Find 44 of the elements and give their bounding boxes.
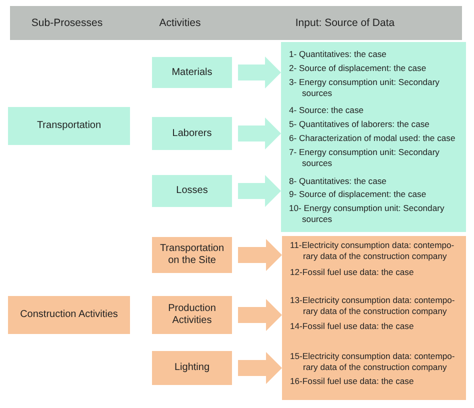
data-source-item: 1- Quantitatives: the case [289, 49, 388, 60]
activity-box [152, 175, 232, 207]
activity-box [152, 351, 232, 385]
block-arrow [238, 56, 281, 88]
block-arrow [238, 299, 282, 331]
data-source-item: 6- Characterization of modal used: the case [289, 133, 456, 144]
activity-box [152, 296, 232, 334]
block-arrow [238, 175, 281, 207]
block-arrow [238, 352, 282, 384]
activity-label: Construction Activities [20, 309, 118, 321]
header-band [10, 6, 462, 40]
data-source-item: 13-Electricity consumption data: contempo- rary data of the construction company [290, 295, 456, 317]
block-arrow [238, 239, 282, 271]
data-source-item: 8- Quantitatives: the case [289, 176, 388, 187]
column-heading: Sub-Prosesses [31, 17, 103, 29]
data-source-item: 2- Source of displacement: the case [289, 63, 428, 74]
data-source-item: 10- Energy consumption unit: Secondary sources [289, 203, 446, 225]
activity-box [8, 107, 130, 145]
data-source-item: 12-Fossil fuel use data: the case [290, 267, 415, 278]
activity-label: Losses [176, 185, 208, 197]
activity-label: Transportation on the Site [158, 243, 226, 267]
data-source-item: 16-Fossil fuel use data: the case [290, 376, 415, 387]
activity-label: Materials [172, 66, 212, 78]
data-source-box [282, 236, 466, 400]
data-source-item: 3- Energy consumption unit: Secondary sources [289, 77, 440, 99]
data-source-item: 11-Electricity consumption data: contempo- rary data of the construction company [290, 240, 456, 262]
data-source-item: 9- Source of displacement: the case [289, 189, 428, 200]
column-heading: Activities [159, 17, 201, 29]
column-heading: Input: Source of Data [295, 17, 395, 29]
data-source-item: 5- Quantitatives of laborers: the case [289, 119, 430, 130]
activity-label: Transportation [36, 120, 102, 132]
data-source-item: 14-Fossil fuel use data: the case [290, 321, 415, 332]
activity-box [152, 117, 232, 150]
data-source-item: 15-Electricity consumption data: contempo- rary data of the construction company [290, 351, 456, 373]
data-source-box [281, 42, 466, 232]
activity-box [8, 296, 130, 334]
activity-label: Production Activities [167, 303, 217, 327]
data-source-item: 4- Source: the case [289, 105, 365, 116]
activity-box [152, 237, 232, 273]
data-source-item: 7- Energy consumption unit: Secondary sources [289, 147, 440, 169]
block-arrow [238, 118, 281, 150]
activity-label: Lighting [174, 362, 210, 374]
activity-label: Laborers [172, 128, 212, 140]
activity-box [152, 57, 232, 88]
